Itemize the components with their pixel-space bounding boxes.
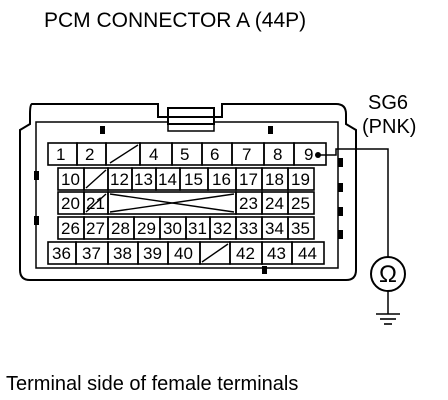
pin-label: 6 [210, 145, 219, 164]
pin-label: 43 [267, 244, 286, 263]
pin-labels: 1 2 4 5 6 7 8 9 10 12 13 14 15 16 17 18 … [52, 145, 317, 263]
pin-label: 28 [111, 219, 130, 238]
pin-label: 39 [143, 244, 162, 263]
pin-label: 21 [86, 194, 105, 213]
pin-label: 20 [61, 194, 80, 213]
pin-label: 14 [158, 170, 177, 189]
pin-cell [287, 191, 315, 215]
pin-label: 26 [61, 219, 80, 238]
pin-cell [287, 216, 315, 240]
pin-label: 32 [213, 219, 232, 238]
pin-label: 44 [298, 244, 317, 263]
pin-label: 25 [291, 194, 310, 213]
pin-label: 38 [113, 244, 132, 263]
pin-label: 4 [149, 145, 158, 164]
pin-label: 36 [52, 244, 71, 263]
signal-wire-color: (PNK) [362, 116, 416, 138]
pin-label: 37 [82, 244, 101, 263]
pin-label: 40 [174, 244, 193, 263]
pin-label: 35 [291, 219, 310, 238]
ohmmeter: Ω [370, 256, 406, 292]
signal-name: SG6 [368, 92, 408, 114]
pin-label: 15 [184, 170, 203, 189]
probe-wire [318, 148, 389, 314]
pin-label: 42 [236, 244, 255, 263]
pin-cell [293, 142, 327, 166]
pin-label: 30 [163, 219, 182, 238]
pin-label: 10 [61, 170, 80, 189]
pin-label: 27 [86, 219, 105, 238]
pin-cell [291, 241, 325, 265]
pin-label: 24 [265, 194, 284, 213]
pin-label: 33 [239, 219, 258, 238]
pin-label: 12 [110, 170, 129, 189]
pin-label: 16 [212, 170, 231, 189]
pin-label: 13 [134, 170, 153, 189]
pin-label: 31 [188, 219, 207, 238]
pin-label: 8 [273, 145, 282, 164]
diagram-caption: Terminal side of female terminals [6, 373, 298, 395]
connector-housing [19, 103, 357, 281]
pin-label: 19 [291, 170, 310, 189]
pin-label: 1 [56, 145, 65, 164]
pin-label: 29 [137, 219, 156, 238]
pin-label: 34 [265, 219, 284, 238]
housing-latch-marks [34, 126, 343, 274]
pin-label: 9 [304, 145, 313, 164]
ohm-icon: Ω [379, 261, 397, 288]
ohmmeter-circle [370, 256, 406, 292]
pin-label: 7 [242, 145, 251, 164]
unused-cavity-marks [85, 144, 235, 263]
diagram-title: PCM CONNECTOR A (44P) [44, 9, 306, 32]
pin-label: 23 [239, 194, 258, 213]
pin-label: 17 [239, 170, 258, 189]
pin-cell [287, 167, 315, 191]
pin-label: 5 [180, 145, 189, 164]
pin-grid [47, 142, 327, 265]
pin-label: 2 [85, 145, 94, 164]
probe-contact [315, 152, 321, 158]
ground-icon [376, 313, 400, 325]
pin-label: 18 [265, 170, 284, 189]
